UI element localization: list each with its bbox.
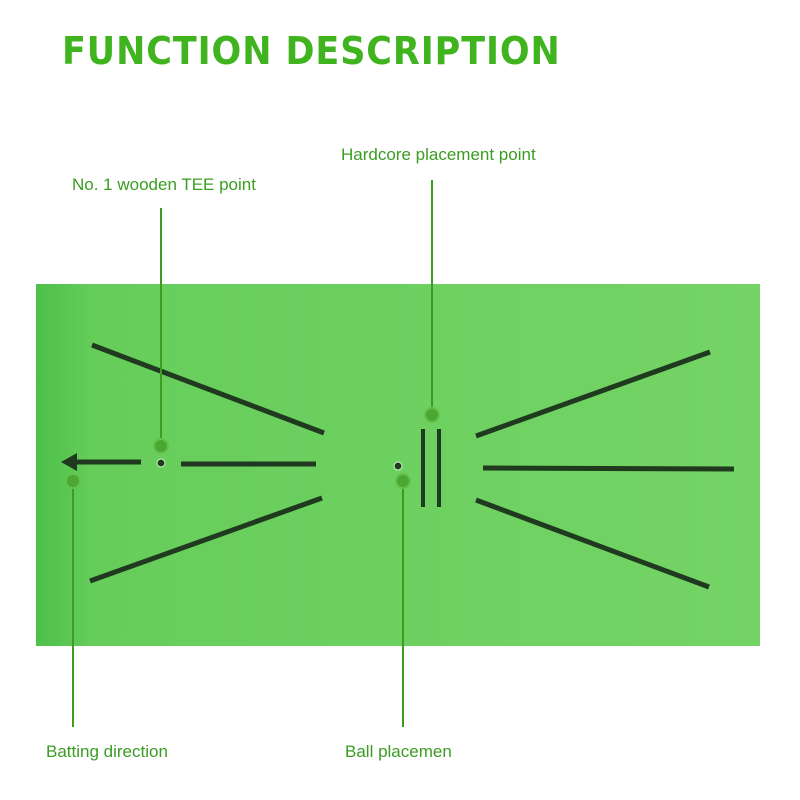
tee-point-label: No. 1 wooden TEE point [72,175,256,194]
batting-marker-dot [65,473,81,489]
page-title: FUNCTION DESCRIPTION [62,29,561,73]
left-lower-guide-line [89,495,323,584]
ball-placement-label: Ball placemen [345,742,452,761]
left-guide-lines [72,342,325,584]
right-guide-lines [475,349,735,590]
right-center-guide-line [482,465,735,472]
tee-hole-icon [156,458,166,468]
left-upper-guide-line [91,342,325,436]
hardcore-lines [421,429,441,507]
batting-direction-arrow-icon [61,453,77,471]
hardcore-marker-dot [424,407,440,423]
hardcore-point-label: Hardcore placement point [341,145,536,164]
ball-marker-dot [395,473,411,489]
tee-marker-dot [153,438,169,454]
leader-lines [72,180,433,727]
right-lower-guide-line [475,497,710,590]
batting-direction-label: Batting direction [46,742,168,761]
right-upper-guide-line [475,349,711,439]
ball-hole-icon [393,461,403,471]
